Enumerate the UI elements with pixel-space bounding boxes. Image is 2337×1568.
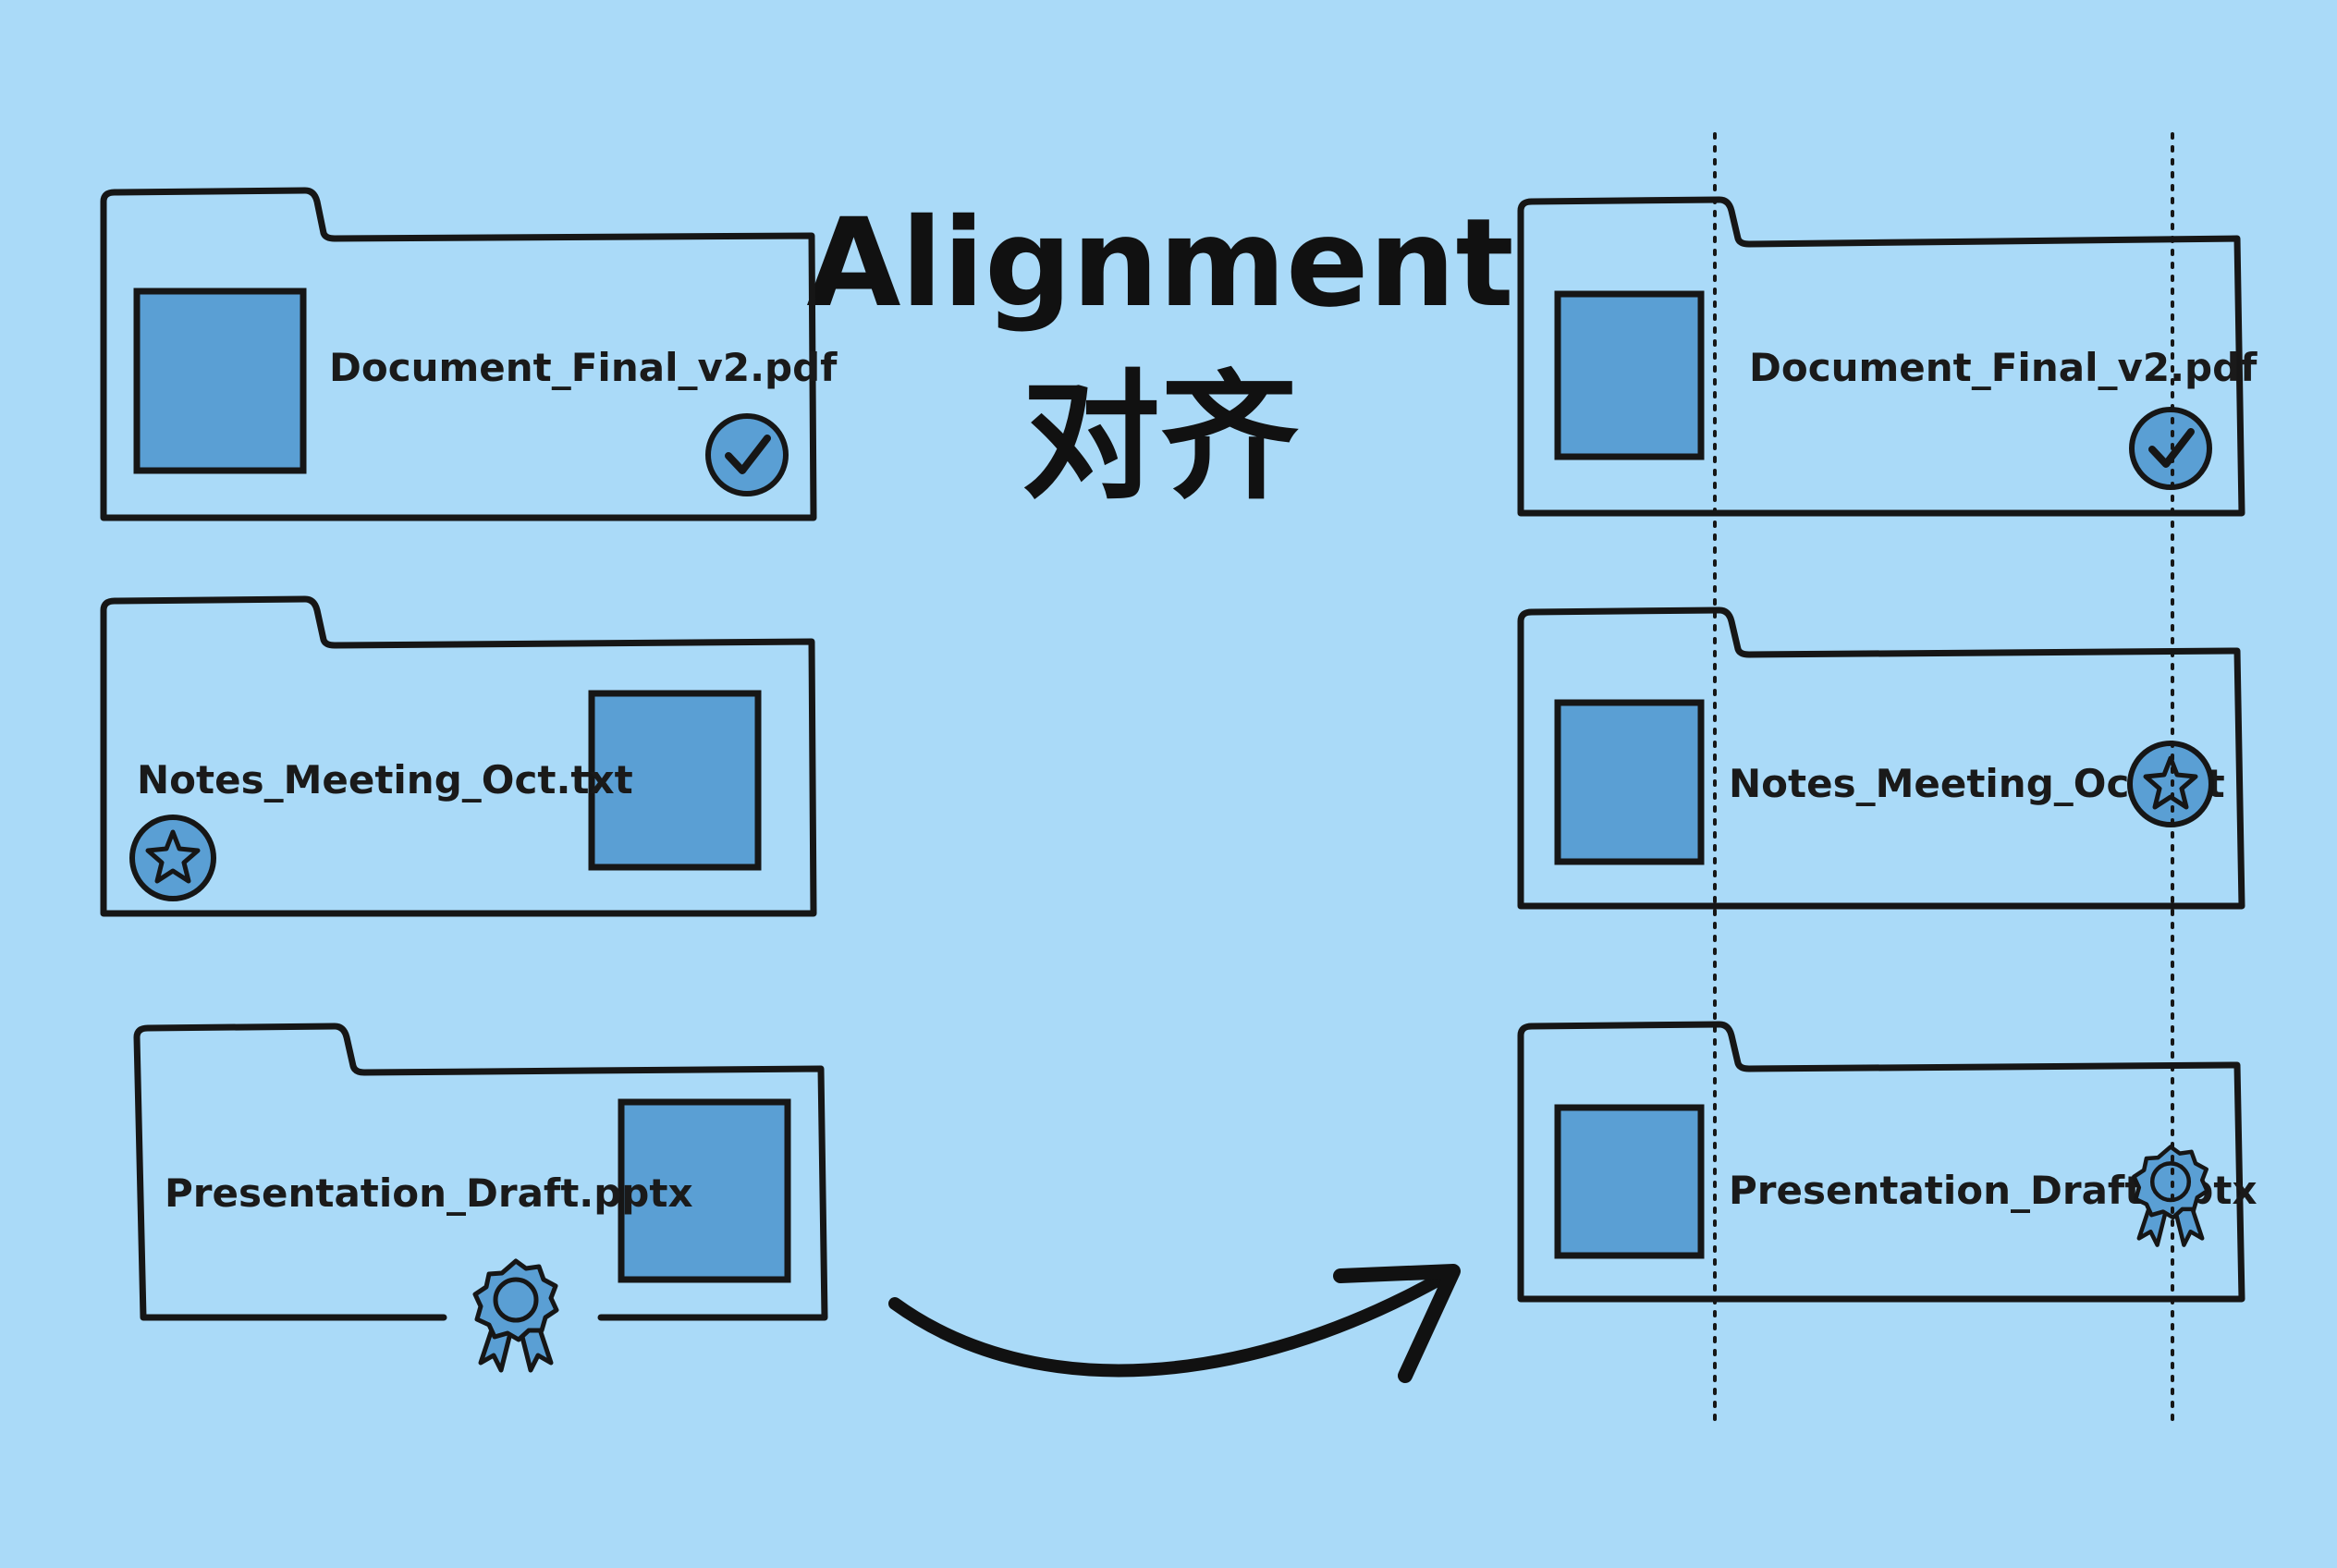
title-zh: 对齐 (1022, 358, 1299, 519)
file-thumbnail (1554, 290, 1705, 460)
file-thumbnail (588, 690, 762, 871)
file-name-label: Document_Final_v2.pdf (329, 345, 838, 390)
file-thumbnail (1554, 699, 1705, 865)
file-name-label: Presentation_Draft.pptx (165, 1170, 693, 1216)
file-name-label: Notes_Meeting_Oct.txt (137, 757, 633, 802)
folder-outline (100, 187, 817, 521)
title-en: Alignment (806, 192, 1513, 335)
after-column: Document_Final_v2.pdf Notes_Meeting_Oct.… (1517, 132, 2257, 1426)
after-folder-card: Presentation_Draft.pptx (1517, 1021, 2257, 1303)
star-icon (129, 815, 216, 901)
file-name-label: Document_Final_v2.pdf (1749, 345, 2257, 390)
before-folder-card: Document_Final_v2.pdf (100, 187, 838, 521)
after-folder-card: Document_Final_v2.pdf (1517, 196, 2257, 517)
curved-arrow-icon (888, 1264, 1461, 1383)
file-thumbnail (1554, 1104, 1705, 1259)
before-column: Document_Final_v2.pdf Notes_Meeting_Oct.… (100, 187, 838, 1370)
folder-outline (1517, 1021, 2245, 1303)
folder-outline (133, 1023, 828, 1321)
folder-outline (1517, 606, 2245, 910)
file-thumbnail (618, 1098, 791, 1283)
before-folder-card: Presentation_Draft.pptx (133, 1023, 828, 1370)
file-thumbnail (133, 288, 307, 474)
ribbon-icon (475, 1261, 557, 1370)
folder-outline (100, 595, 817, 917)
before-folder-card: Notes_Meeting_Oct.txt (100, 595, 817, 917)
folder-outline (1517, 196, 2245, 517)
after-folder-card: Notes_Meeting_Oct.txt (1517, 606, 2245, 910)
check-icon (705, 413, 789, 496)
